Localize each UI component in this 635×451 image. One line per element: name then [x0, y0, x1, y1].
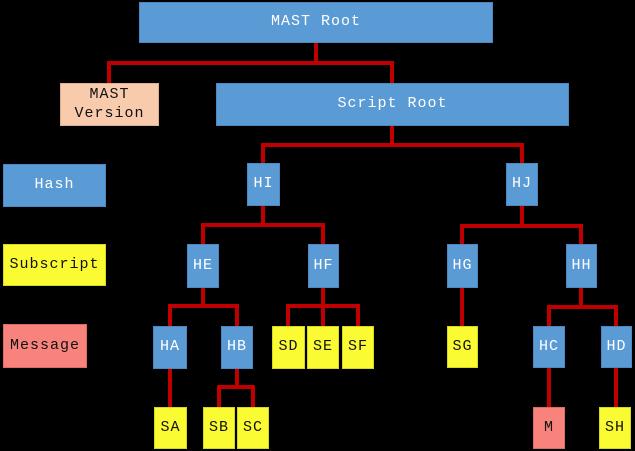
node-hd: HD	[601, 326, 632, 368]
node-hj: HJ	[506, 163, 538, 206]
legend-message: Message	[3, 324, 87, 368]
node-sh: SH	[599, 407, 631, 449]
edge-he-bracket	[168, 304, 239, 326]
node-hi: HI	[247, 163, 280, 206]
node-se: SE	[307, 326, 339, 369]
node-hg: HG	[447, 244, 478, 288]
node-hb: HB	[221, 326, 253, 369]
node-ha: HA	[153, 326, 187, 369]
node-hh: HH	[566, 244, 597, 288]
node-hc: HC	[533, 326, 565, 368]
node-sf: SF	[342, 326, 374, 369]
edge-hj-bracket	[460, 224, 583, 244]
node-script-root: Script Root	[216, 83, 569, 126]
legend-hash: Hash	[3, 164, 106, 207]
node-sc: SC	[237, 407, 269, 449]
node-mast-root: MAST Root	[139, 2, 493, 43]
edge-hh-bracket	[547, 305, 618, 326]
node-he: HE	[187, 244, 219, 288]
node-hf: HF	[308, 244, 339, 288]
edge-mastroot-bracket	[107, 61, 394, 83]
node-sb: SB	[203, 407, 235, 449]
node-sd: SD	[272, 326, 305, 369]
node-sa: SA	[154, 407, 187, 449]
edge-hi-bracket	[201, 223, 325, 244]
edge-hf-bracket	[286, 304, 360, 326]
legend-subscript: Subscript	[3, 244, 106, 286]
node-sg: SG	[447, 326, 478, 368]
edge-scriptroot-bracket	[261, 143, 524, 163]
node-m: M	[533, 407, 565, 449]
node-mast-version: MAST Version	[60, 83, 159, 126]
edge-hb-bracket	[217, 385, 255, 407]
